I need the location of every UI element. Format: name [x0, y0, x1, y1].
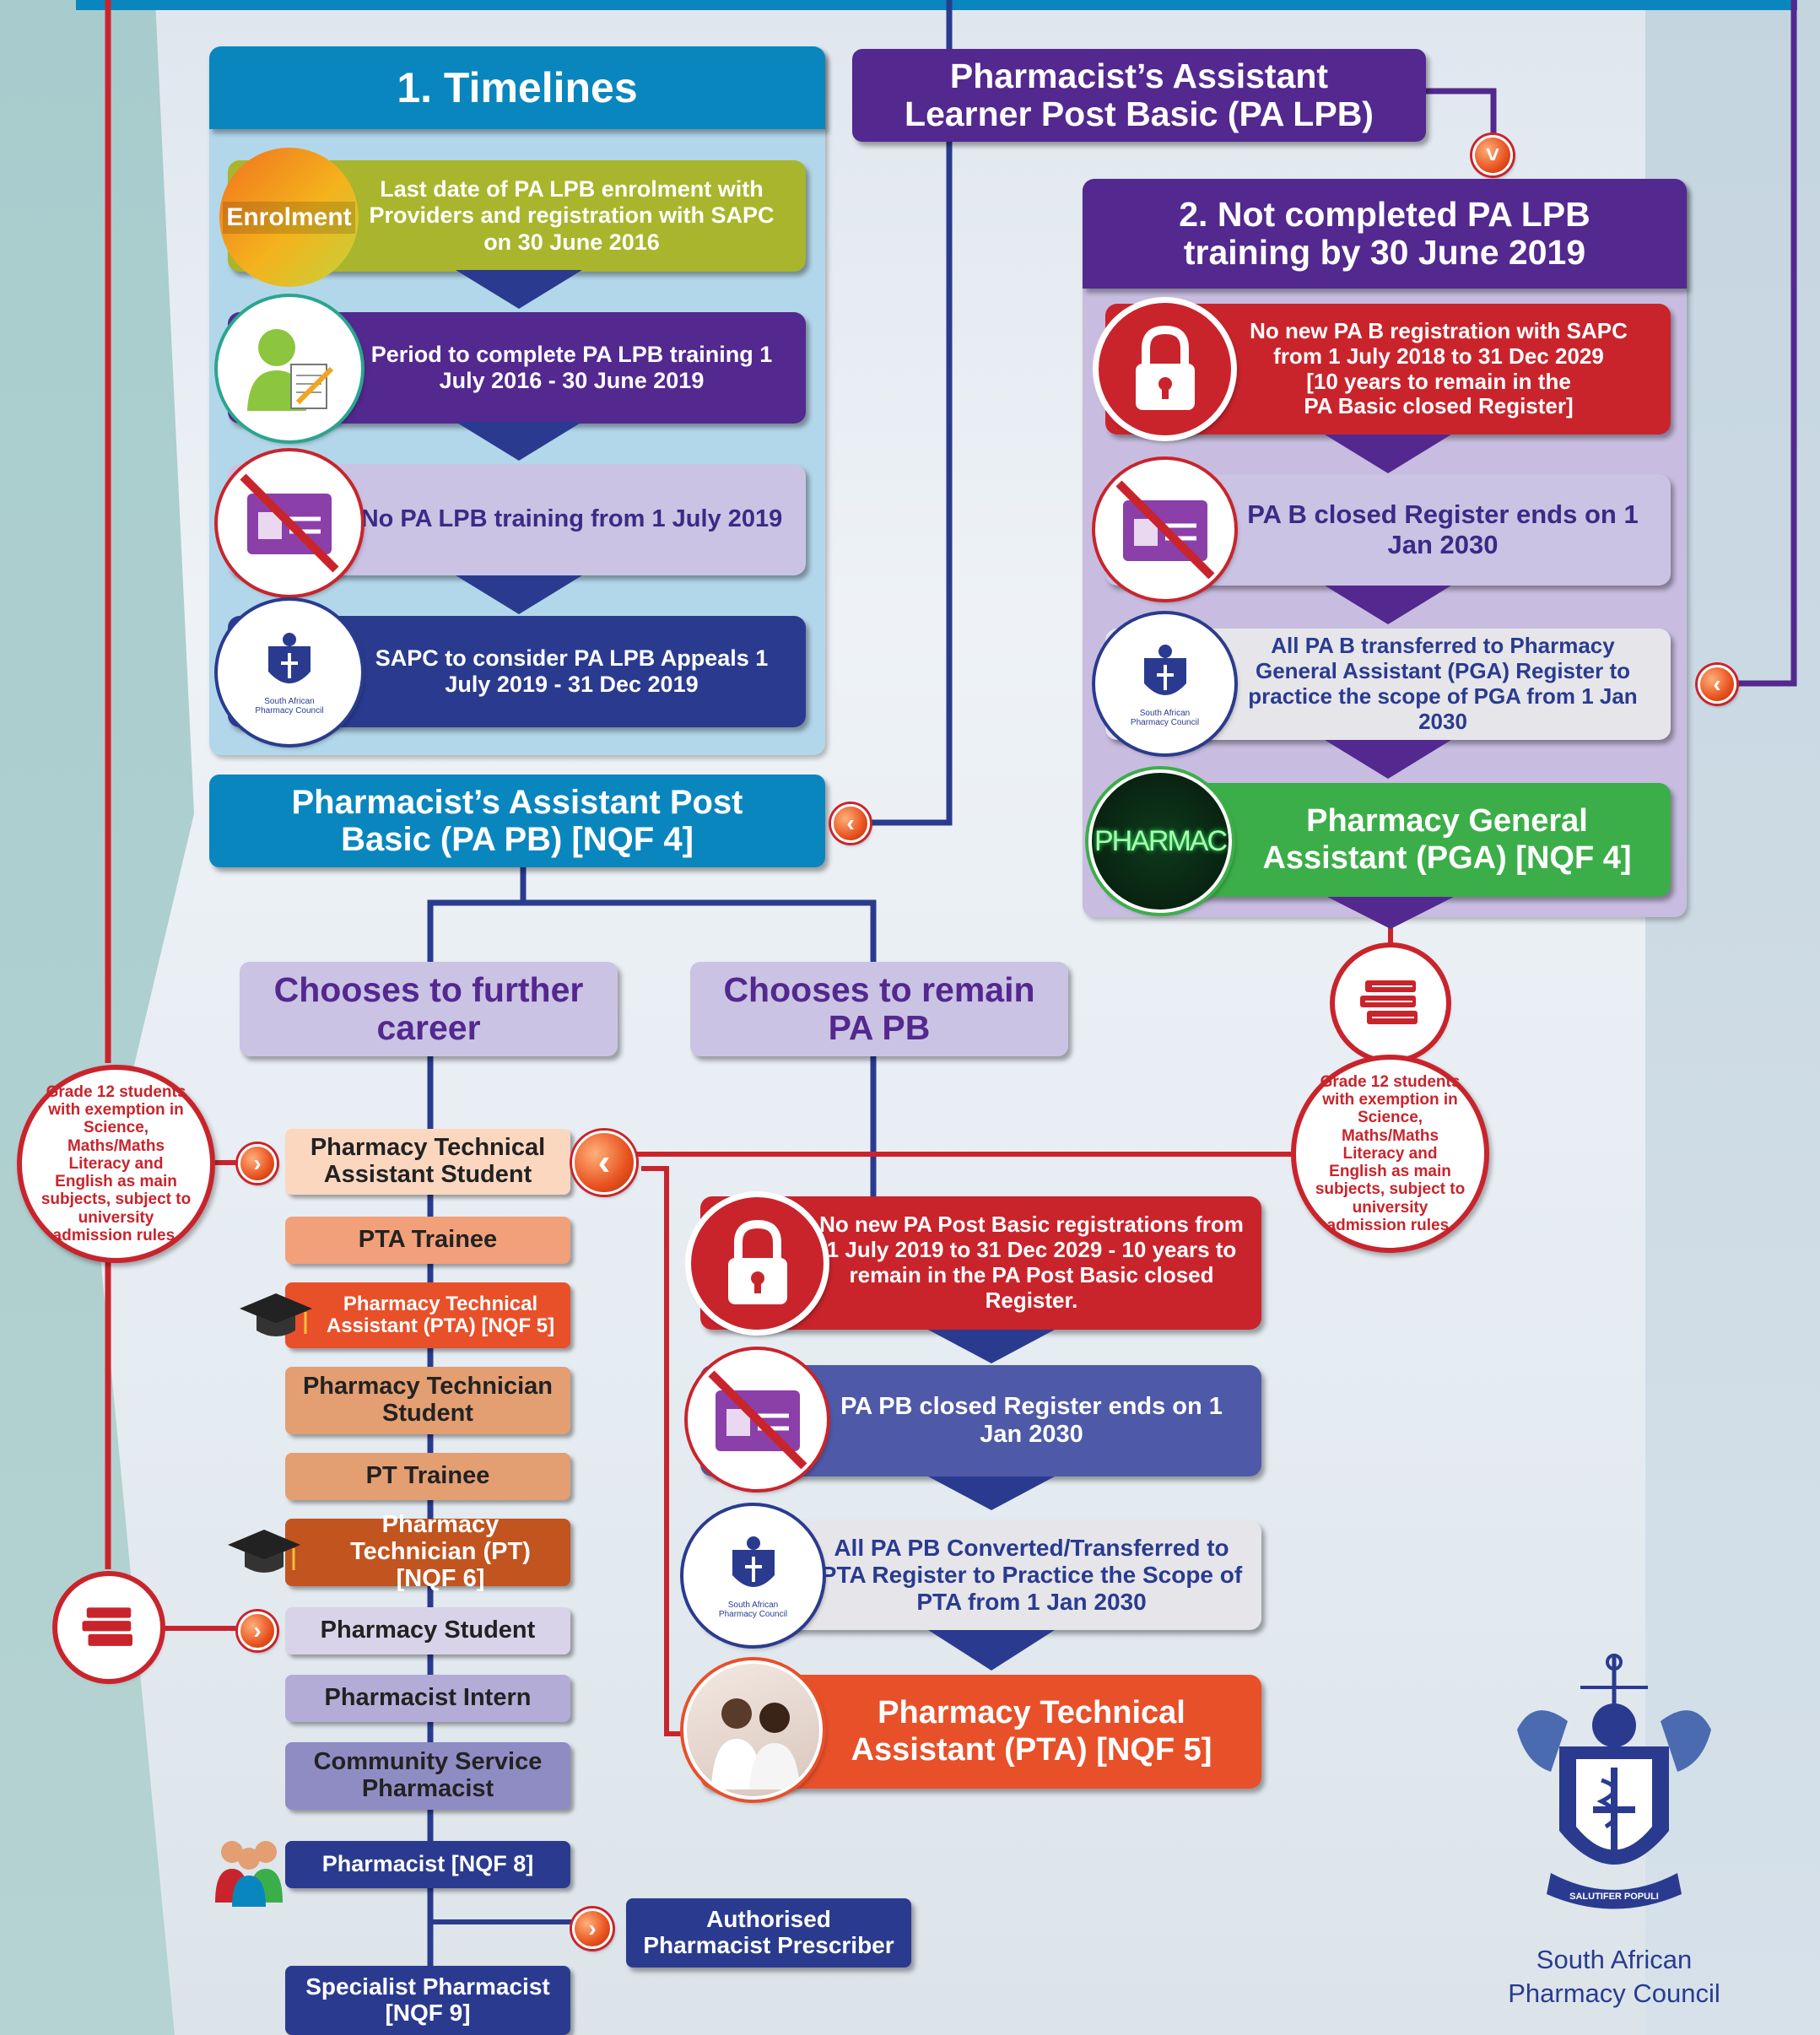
arrow-down-icon [928, 1330, 1055, 1363]
sapc-small-label: South African Pharmacy Council [1130, 708, 1200, 727]
no-id-card-icon [218, 451, 361, 595]
books-icon [1335, 947, 1446, 1059]
arrow-left-icon: ‹ [1698, 665, 1736, 704]
enrolment-icon: Enrolment [219, 148, 359, 287]
arrow-down-icon [928, 1476, 1055, 1510]
arrow-left-icon: ‹ [831, 804, 870, 843]
step-text: All PA B transferred to Pharmacy General… [1248, 633, 1638, 734]
arrow-down-icon [456, 422, 582, 461]
step-text: All PA PB Converted/Transferred to PTA R… [820, 1534, 1243, 1616]
books-icon [57, 1576, 160, 1679]
ladder-pharmacy-student: Pharmacy Student [285, 1607, 570, 1654]
step-line: [10 years to remain in the [1306, 368, 1571, 394]
arrow-down-icon [456, 270, 582, 309]
graduation-cap-icon [238, 1287, 314, 1350]
authorised-pharmacist-prescriber: Authorised Pharmacist Prescriber [626, 1898, 911, 1968]
step-text: Last date of PA LPB enrolment with Provi… [369, 176, 775, 255]
logo-motto: SALUTIFER POPULI [1569, 1892, 1659, 1902]
sapc-crest-icon: South African Pharmacy Council [683, 1506, 823, 1645]
no-id-card-icon [688, 1350, 827, 1489]
no-id-card-icon [1095, 460, 1234, 599]
timelines-title: 1. Timelines [209, 46, 825, 129]
padlock-icon [688, 1194, 827, 1333]
choice-further-career: Chooses to further career [240, 962, 618, 1056]
arrow-down-icon [1325, 740, 1451, 779]
step-text: SAPC to consider PA LPB Appeals 1 July 2… [375, 645, 769, 697]
grade12-requirement-left: Grade 12 students with exemption in Scie… [17, 1065, 215, 1263]
sapc-crest-icon [1517, 1654, 1711, 1909]
arrow-right-icon: › [238, 1611, 277, 1650]
padlock-icon [1095, 300, 1234, 439]
enrolment-icon-label: Enrolment [223, 201, 355, 234]
ladder-pta-nqf5: Pharmacy Technical Assistant (PTA) [NQF … [285, 1282, 570, 1348]
ladder-pta-trainee: PTA Trainee [285, 1217, 570, 1264]
not-completed-title: 2. Not completed PA LPB training by 30 J… [1083, 179, 1687, 289]
person-notepad-icon [218, 297, 361, 440]
ladder-pt-trainee: PT Trainee [285, 1453, 570, 1500]
arrow-down-icon: ˅ [1472, 135, 1513, 175]
sapc-small-label: South African Pharmacy Council [255, 697, 324, 715]
grade12-text: Grade 12 students with exemption in Scie… [41, 1082, 192, 1244]
ladder-pt-nqf6: Pharmacy Technician (PT) [NQF 6] [285, 1511, 570, 1592]
logo-name-line1: South African [1536, 1945, 1693, 1974]
sapc-small-label: South African Pharmacy Council [718, 1600, 788, 1619]
step-text: No PA LPB training from 1 July 2019 [360, 505, 783, 533]
arrow-down-icon [1327, 897, 1454, 929]
arrow-down-icon [1325, 586, 1451, 624]
step-text: No new PA Post Basic registrations from … [819, 1212, 1244, 1313]
arrow-left-icon: ‹ [572, 1131, 636, 1195]
grade12-text: Grade 12 students with exemption in Scie… [1315, 1072, 1466, 1234]
ladder-pharmacist-intern: Pharmacist Intern [285, 1675, 570, 1722]
choice-remain-pa-pb: Chooses to remain PA PB [690, 962, 1068, 1056]
step-text: Pharmacy Technical Assistant (PTA) [NQF … [851, 1694, 1212, 1768]
top-bar [76, 0, 1797, 10]
ladder-specialist-nqf9: Specialist Pharmacist [NQF 9] [285, 1966, 570, 2035]
grade12-requirement-right: Grade 12 students with exemption in Scie… [1291, 1055, 1489, 1253]
sapc-crest-icon: South African Pharmacy Council [1095, 614, 1234, 753]
logo-name-line2: Pharmacy Council [1508, 1978, 1720, 2008]
arrow-right-icon: › [572, 1908, 613, 1949]
step-text: PA B closed Register ends on 1 Jan 2030 [1247, 499, 1639, 559]
people-group-icon [207, 1827, 291, 1915]
step-text: Pharmacy General Assistant (PGA) [NQF 4] [1262, 802, 1632, 876]
pharmacy-sign-label: PHARMAC [1094, 824, 1228, 857]
sapc-crest-icon: South African Pharmacy Council [218, 601, 361, 744]
graduation-cap-icon [226, 1523, 302, 1586]
pa-lpb-header: Pharmacist’s Assistant Learner Post Basi… [852, 49, 1426, 142]
step-text: Period to complete PA LPB training 1 Jul… [370, 341, 773, 393]
ladder-community-service: Community Service Pharmacist [285, 1742, 570, 1810]
step-text: PA PB closed Register ends on 1 Jan 2030 [840, 1392, 1223, 1448]
sapc-logo: SALUTIFER POPULI South African Pharmacy … [1500, 1654, 1728, 2025]
step-line: PA Basic closed Register] [1304, 393, 1574, 419]
step-line-bold: from 1 July 2018 to 31 Dec 2029 [1273, 343, 1604, 369]
arrow-down-icon [928, 1630, 1055, 1671]
ladder-pharmacist-nqf8: Pharmacist [NQF 8] [285, 1841, 570, 1888]
arrow-right-icon: › [238, 1144, 277, 1183]
pharmacists-photo-icon [683, 1660, 823, 1800]
ladder-pta-student: Pharmacy Technical Assistant Student [285, 1129, 570, 1195]
arrow-down-icon [1325, 435, 1451, 473]
pharmacy-sign-icon: PHARMAC [1088, 769, 1232, 913]
pa-pb-header: Pharmacist’s Assistant Post Basic (PA PB… [209, 775, 825, 867]
arrow-down-icon [456, 575, 582, 614]
ladder-pt-student: Pharmacy Technician Student [285, 1367, 570, 1434]
step-line: No new PA B registration with SAPC [1250, 317, 1628, 343]
